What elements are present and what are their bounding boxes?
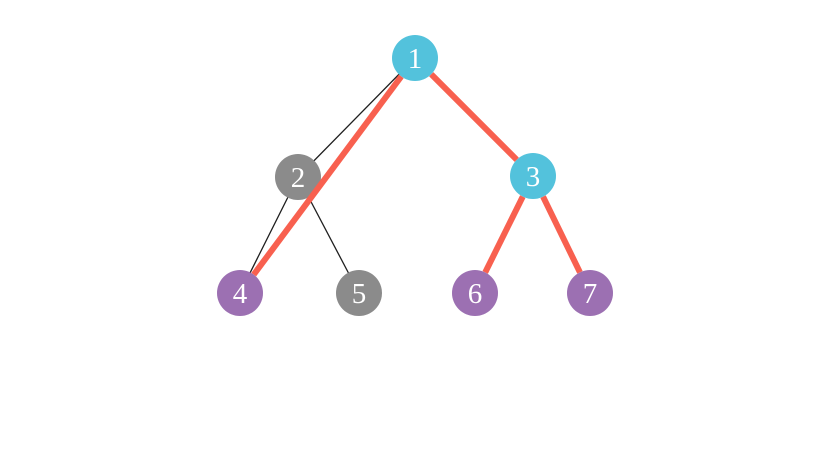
highlight-edge-1-3 (429, 72, 519, 162)
node-2 (275, 154, 321, 200)
node-5 (336, 270, 382, 316)
highlight-edge-1-4 (251, 74, 404, 277)
node-3 (510, 153, 556, 199)
highlight-edge-3-7 (540, 195, 583, 274)
node-7 (567, 270, 613, 316)
edge-1-2 (297, 57, 416, 178)
node-1 (392, 35, 438, 81)
highlight-edges-layer (251, 72, 583, 277)
node-4 (217, 270, 263, 316)
node-6 (452, 270, 498, 316)
highlight-edge-3-6 (482, 195, 526, 274)
